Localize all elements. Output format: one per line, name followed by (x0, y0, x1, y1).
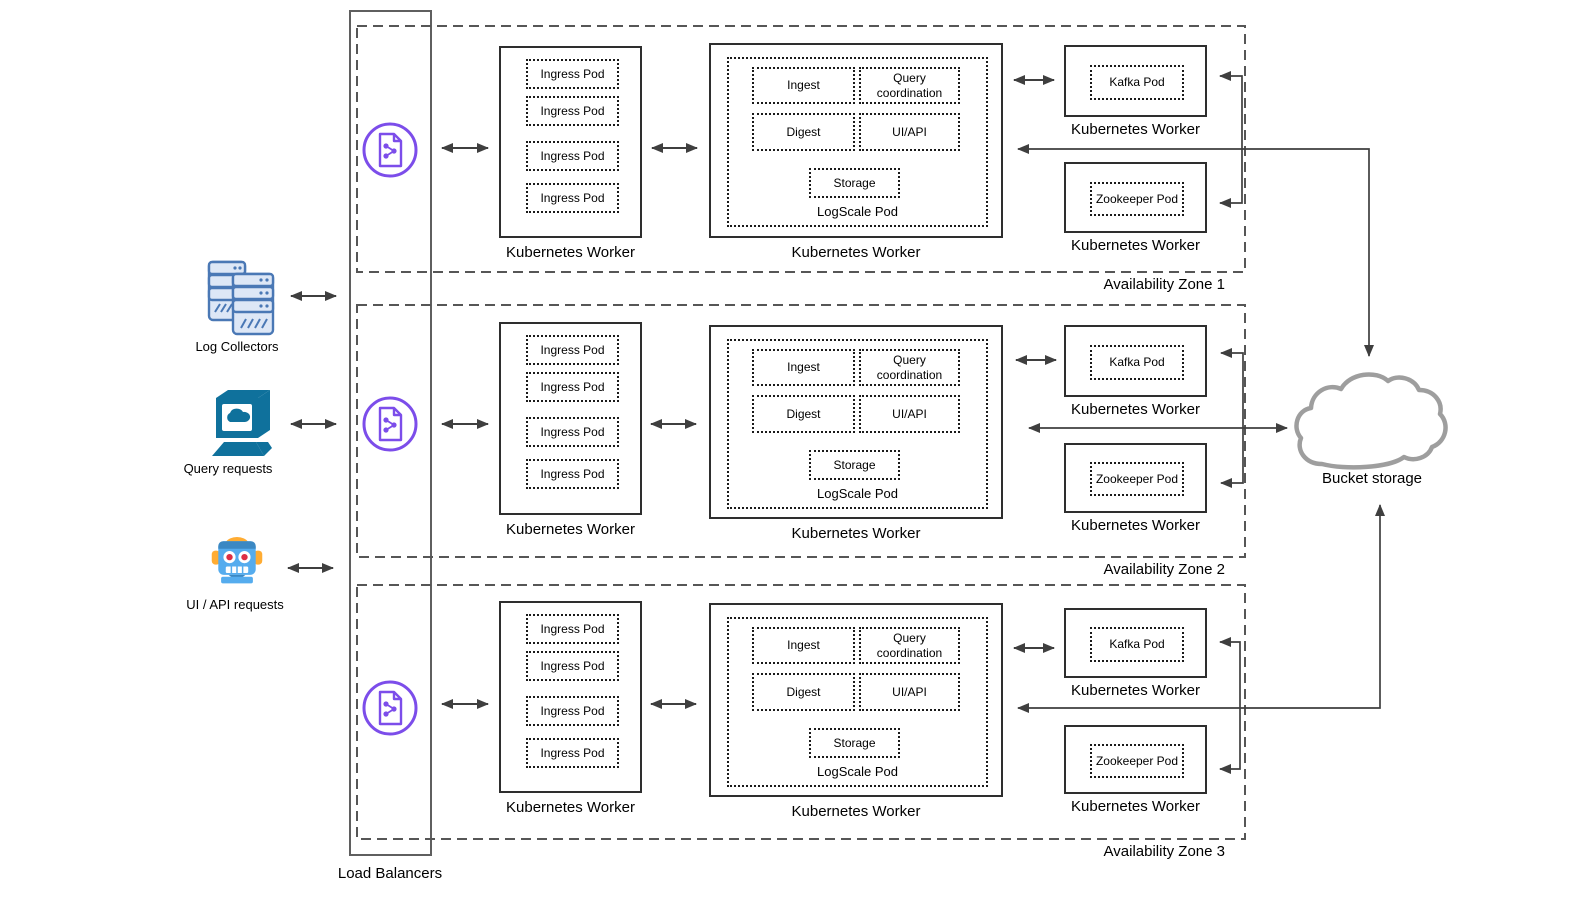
load-balancer-icon-az1 (360, 120, 420, 185)
zookeeper-pod: Zookeeper Pod (1090, 182, 1184, 216)
load-balancers-label: Load Balancers (337, 865, 443, 882)
storage-module: Storage (809, 168, 900, 198)
storage-module: Storage (809, 728, 900, 758)
ingest-module: Ingest (752, 627, 855, 664)
logscale-pod: Ingest Query coordination Digest UI/API … (727, 617, 988, 787)
logscale-worker-az2: Ingest Query coordination Digest UI/API … (709, 325, 1003, 519)
digest-module: Digest (752, 395, 855, 433)
logscale-worker-az3: Ingest Query coordination Digest UI/API … (709, 603, 1003, 797)
logscale-pod-label: LogScale Pod (817, 204, 898, 219)
ingress-pod: Ingress Pod (526, 738, 619, 768)
logscale-worker-label-az3: Kubernetes Worker (791, 803, 921, 820)
logscale-worker-az1: Ingest Query coordination Digest UI/API … (709, 43, 1003, 238)
zookeeper-worker-az3: Zookeeper Pod (1064, 725, 1207, 794)
ingress-worker-az1: Ingress Pod Ingress Pod Ingress Pod Ingr… (499, 46, 642, 238)
ingress-pod: Ingress Pod (526, 183, 619, 213)
ui-api-requests-icon (208, 530, 266, 593)
digest-module: Digest (752, 113, 855, 151)
ingress-worker-az2: Ingress Pod Ingress Pod Ingress Pod Ingr… (499, 322, 642, 515)
ui-api-requests-label: UI / API requests (186, 597, 284, 612)
ingress-pod: Ingress Pod (526, 141, 619, 171)
ingress-pod: Ingress Pod (526, 372, 619, 402)
bucket-storage-label: Bucket storage (1321, 470, 1423, 487)
bucket-storage-cloud-icon (1294, 372, 1448, 470)
arrow-logscale-bucket-az1 (1017, 144, 1374, 357)
availability-zone-1-label: Availability Zone 1 (1103, 276, 1225, 293)
logscale-pod-label: LogScale Pod (817, 764, 898, 779)
logscale-pod: Ingest Query coordination Digest UI/API … (727, 57, 988, 227)
query-coordination-module: Query coordination (859, 627, 960, 664)
storage-module: Storage (809, 450, 900, 480)
query-requests-icon (206, 388, 278, 465)
kafka-worker-label-az3: Kubernetes Worker (1071, 682, 1200, 699)
kafka-worker-label-az1: Kubernetes Worker (1071, 121, 1200, 138)
kafka-worker-az2: Kafka Pod (1064, 325, 1207, 397)
ingest-module: Ingest (752, 67, 855, 104)
log-collectors-icon (205, 260, 277, 341)
zookeeper-worker-label-az1: Kubernetes Worker (1071, 237, 1200, 254)
ui-api-module: UI/API (859, 113, 960, 151)
digest-module: Digest (752, 673, 855, 711)
ingest-module: Ingest (752, 349, 855, 386)
zookeeper-worker-label-az2: Kubernetes Worker (1071, 517, 1200, 534)
availability-zone-3-label: Availability Zone 3 (1103, 843, 1225, 860)
ingress-pod: Ingress Pod (526, 335, 619, 365)
ingress-worker-label-az2: Kubernetes Worker (506, 521, 635, 538)
log-collectors-label: Log Collectors (195, 339, 279, 354)
availability-zone-2-label: Availability Zone 2 (1103, 561, 1225, 578)
logscale-worker-label-az2: Kubernetes Worker (791, 525, 921, 542)
arrow-kafka-zookeeper-az1 (1219, 71, 1243, 208)
load-balancers-box (349, 10, 432, 856)
ingress-pod: Ingress Pod (526, 696, 619, 726)
kafka-pod: Kafka Pod (1090, 627, 1184, 662)
ingress-pod: Ingress Pod (526, 614, 619, 644)
kafka-worker-label-az2: Kubernetes Worker (1071, 401, 1200, 418)
kafka-pod: Kafka Pod (1090, 65, 1184, 100)
query-coordination-module: Query coordination (859, 349, 960, 386)
ingress-worker-label-az3: Kubernetes Worker (506, 799, 635, 816)
ingress-pod: Ingress Pod (526, 651, 619, 681)
arrow-logscale-bucket-az3 (1017, 504, 1385, 713)
zookeeper-worker-az2: Zookeeper Pod (1064, 443, 1207, 513)
query-coordination-module: Query coordination (859, 67, 960, 104)
kafka-worker-az1: Kafka Pod (1064, 45, 1207, 117)
ui-api-module: UI/API (859, 395, 960, 433)
logscale-pod-label: LogScale Pod (817, 486, 898, 501)
load-balancer-icon-az3 (360, 678, 420, 743)
arrow-kafka-zookeeper-az3 (1219, 637, 1241, 774)
load-balancer-icon-az2 (360, 394, 420, 459)
kafka-pod: Kafka Pod (1090, 345, 1184, 380)
zookeeper-worker-az1: Zookeeper Pod (1064, 162, 1207, 233)
query-requests-label: Query requests (183, 461, 273, 476)
ui-api-module: UI/API (859, 673, 960, 711)
ingress-pod: Ingress Pod (526, 417, 619, 447)
zookeeper-pod: Zookeeper Pod (1090, 462, 1184, 496)
ingress-worker-az3: Ingress Pod Ingress Pod Ingress Pod Ingr… (499, 601, 642, 793)
logscale-worker-label-az1: Kubernetes Worker (791, 244, 921, 261)
ingress-worker-label-az1: Kubernetes Worker (506, 244, 635, 261)
kafka-worker-az3: Kafka Pod (1064, 608, 1207, 678)
logscale-pod: Ingest Query coordination Digest UI/API … (727, 339, 988, 509)
ingress-pod: Ingress Pod (526, 96, 619, 126)
ingress-pod: Ingress Pod (526, 59, 619, 89)
arrow-kafka-zookeeper-az2 (1220, 348, 1244, 488)
zookeeper-pod: Zookeeper Pod (1090, 744, 1184, 778)
zookeeper-worker-label-az3: Kubernetes Worker (1071, 798, 1200, 815)
ingress-pod: Ingress Pod (526, 459, 619, 489)
